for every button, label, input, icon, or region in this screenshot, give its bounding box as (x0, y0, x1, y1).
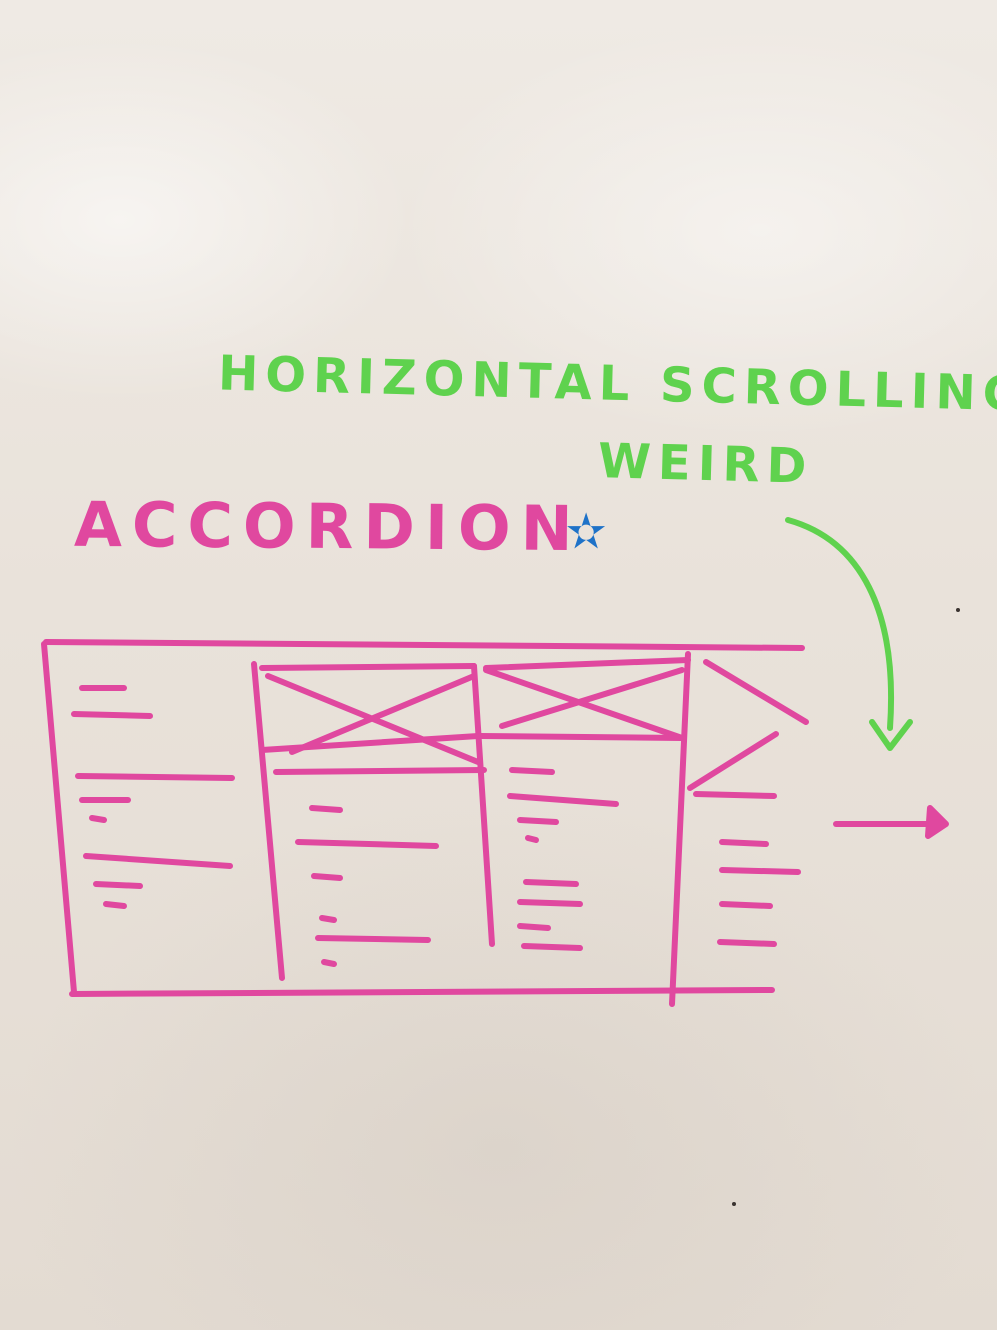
board-speck (956, 608, 960, 612)
text-line (719, 839, 769, 847)
text-line (321, 959, 337, 967)
text-line (309, 805, 343, 813)
text-line (523, 879, 579, 887)
text-line (311, 873, 343, 881)
text-line (89, 815, 107, 823)
green-arrow-curve (785, 517, 894, 731)
text-line (525, 835, 539, 843)
text-line (507, 793, 619, 807)
text-line (517, 923, 551, 931)
text-line (693, 791, 777, 799)
column-divider-1 (251, 661, 285, 981)
image-placeholder-cross-2 (483, 667, 685, 741)
text-line (93, 881, 143, 889)
scroll-arrow-head (925, 805, 949, 839)
text-line (295, 839, 439, 849)
board-speck (732, 1202, 736, 1206)
partial-cross-1 (703, 659, 809, 725)
text-line (83, 853, 233, 869)
text-line (315, 935, 431, 943)
partial-cross-2 (687, 731, 779, 791)
column-divider-2 (471, 663, 495, 947)
text-line (103, 901, 127, 909)
text-line (719, 901, 773, 909)
text-line (719, 867, 801, 875)
frame-top-line (43, 639, 805, 651)
text-line (717, 939, 777, 947)
image-placeholder-cross (265, 673, 481, 765)
text-line (75, 773, 235, 781)
column-divider-3 (669, 651, 691, 1007)
image-placeholder-frame-2 (477, 657, 691, 741)
text-line (521, 943, 583, 951)
text-line (517, 899, 583, 907)
green-arrow-head (869, 719, 913, 751)
text-line (517, 817, 559, 825)
frame-bottom-line (69, 987, 775, 997)
text-line (71, 711, 153, 719)
text-line (509, 767, 555, 775)
frame-left-line (41, 641, 77, 995)
text-line (319, 915, 337, 923)
star-icon: ✫ (566, 504, 607, 560)
